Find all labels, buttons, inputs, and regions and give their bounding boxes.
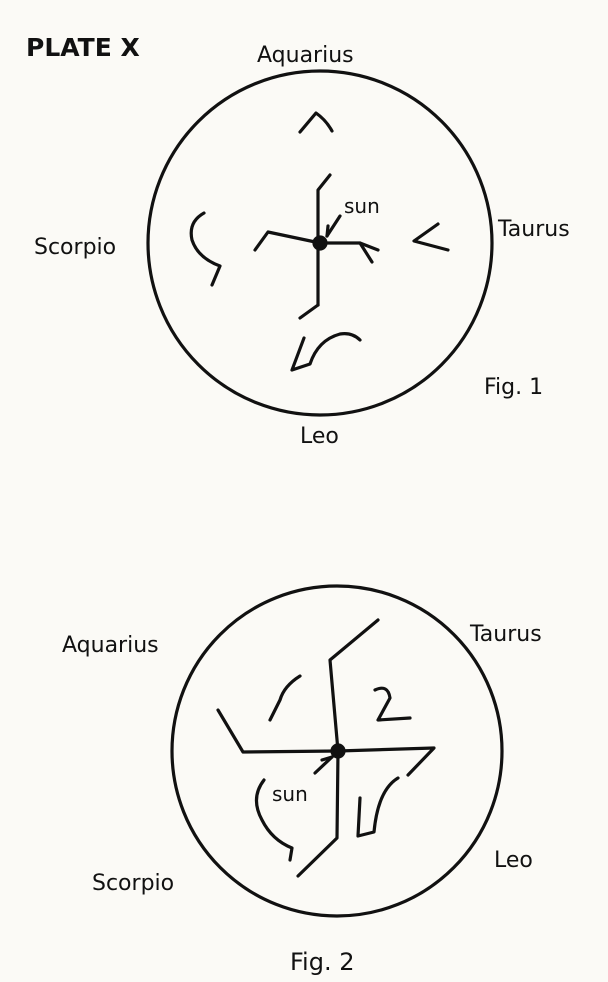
- fig2-label-aquarius: Aquarius: [62, 633, 159, 658]
- fig1-label-scorpio: Scorpio: [34, 235, 116, 260]
- fig1-scorpio-glyph: [191, 213, 220, 285]
- fig2-aquarius-glyph: [270, 676, 300, 720]
- plate-title: PLATE X: [26, 33, 140, 62]
- fig1-sun-dot: [314, 237, 326, 249]
- fig1-sun-label: sun: [344, 194, 380, 218]
- fig1-label-aquarius: Aquarius: [257, 43, 354, 68]
- figure-1: Aquarius Scorpio Taurus Leo sun Fig. 1: [34, 43, 570, 449]
- fig2-label-leo: Leo: [494, 848, 533, 873]
- fig1-sun-arrowhead: [327, 226, 328, 236]
- fig2-taurus-glyph: [375, 688, 410, 720]
- fig1-caption: Fig. 1: [484, 375, 543, 400]
- fig1-label-taurus: Taurus: [497, 217, 570, 242]
- fig2-center-figure: [218, 620, 434, 876]
- fig2-leo-glyph: [358, 778, 398, 836]
- figure-2: Aquarius Taurus Scorpio Leo sun Fig. 2: [62, 586, 542, 976]
- fig2-label-taurus: Taurus: [469, 622, 542, 647]
- fig1-aquarius-glyph: [300, 113, 332, 132]
- fig2-sun-label: sun: [272, 782, 308, 806]
- fig2-caption: Fig. 2: [290, 948, 355, 976]
- fig1-bottom-hook: [300, 305, 318, 318]
- fig1-taurus-glyph: [414, 224, 448, 250]
- fig1-label-leo: Leo: [300, 424, 339, 449]
- fig2-sun-dot: [332, 745, 344, 757]
- fig2-label-scorpio: Scorpio: [92, 871, 174, 896]
- fig1-leo-glyph: [292, 334, 360, 370]
